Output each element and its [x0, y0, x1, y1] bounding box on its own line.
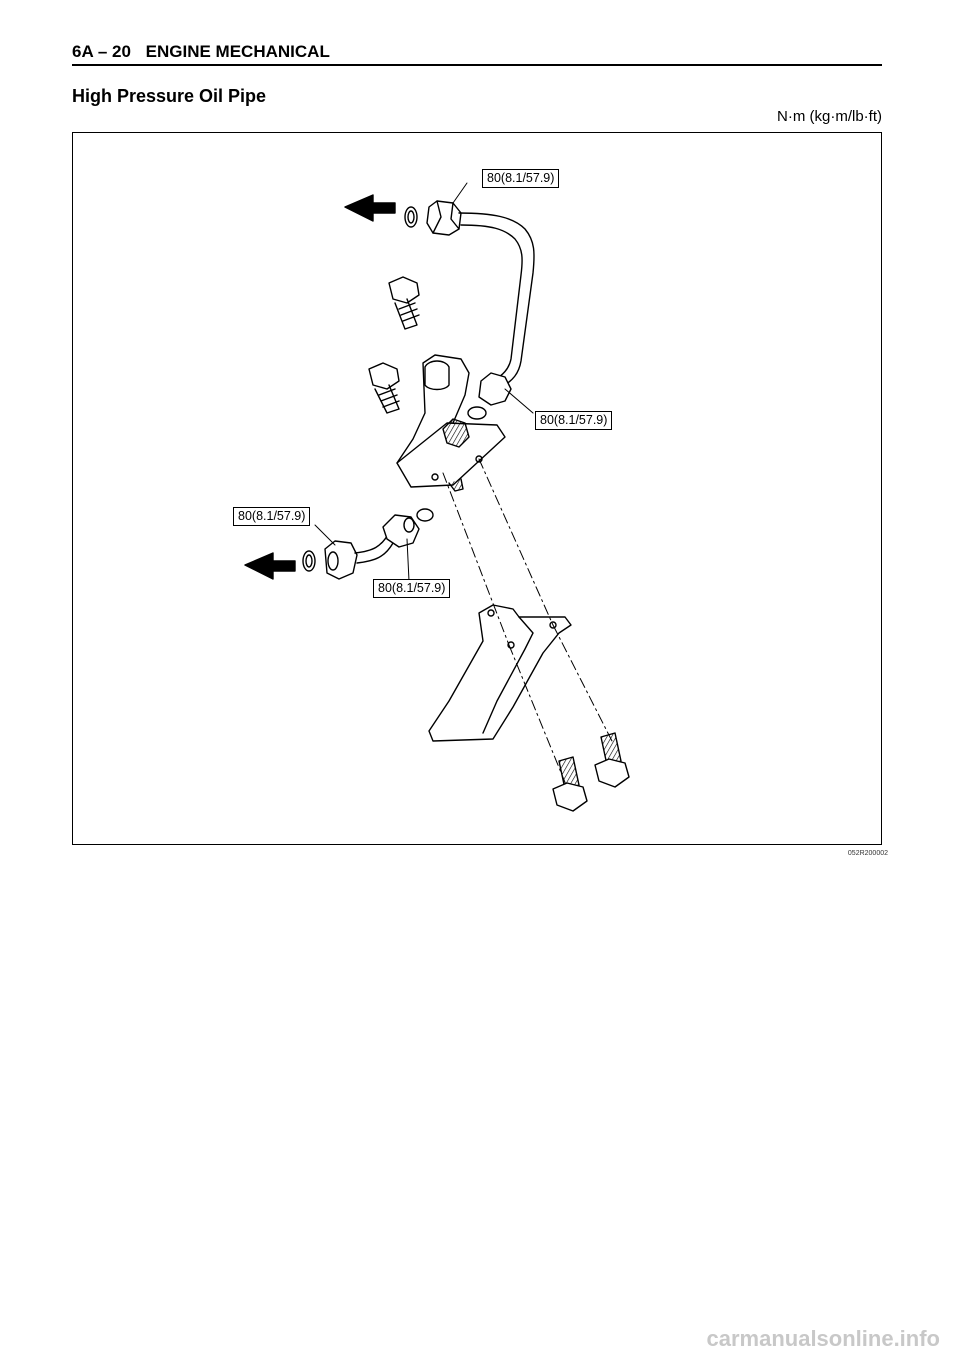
block-fitting — [442, 418, 470, 448]
arrow-lower-icon — [244, 552, 296, 580]
figure-id: 052R200002 — [847, 850, 888, 857]
upper-pipe — [458, 212, 535, 388]
o-ring-lower — [302, 550, 316, 572]
torque-callout-lower: 80(8.1/57.9) — [373, 579, 451, 598]
bolt-lower-left — [552, 756, 588, 812]
o-ring-middle — [416, 508, 434, 522]
upper-pipe-nut — [426, 200, 462, 236]
watermark: carmanualsonline.info — [706, 1326, 941, 1351]
bolt-upper-left — [388, 276, 420, 330]
bolt-middle-left — [368, 362, 400, 414]
page-number: 6A – 20 — [72, 42, 131, 61]
torque-callout-right: 80(8.1/57.9) — [535, 411, 613, 430]
torque-callout-upper: 80(8.1/57.9) — [482, 169, 560, 188]
page-header: 6A – 20 ENGINE MECHANICAL — [72, 42, 882, 66]
diagram-drawing — [244, 182, 630, 812]
upper-pipe-lower-nut — [478, 372, 512, 406]
support-bracket — [428, 604, 572, 742]
o-ring-upper — [404, 206, 418, 228]
section-title: High Pressure Oil Pipe — [72, 86, 267, 106]
section-name: ENGINE MECHANICAL — [145, 42, 330, 61]
exploded-diagram: 80(8.1/57.9) 80(8.1/57.9) 80(8.1/57.9) 8… — [72, 132, 882, 845]
lower-pipe-nut — [324, 540, 358, 580]
pipe-block-plate — [396, 422, 506, 488]
bolt-lower-right — [594, 732, 630, 788]
arrow-upper-icon — [344, 194, 396, 222]
torque-units: N·m (kg·m/lb·ft) — [777, 108, 882, 125]
lower-pipe-upper-nut — [382, 514, 420, 548]
torque-callout-left: 80(8.1/57.9) — [233, 507, 311, 526]
